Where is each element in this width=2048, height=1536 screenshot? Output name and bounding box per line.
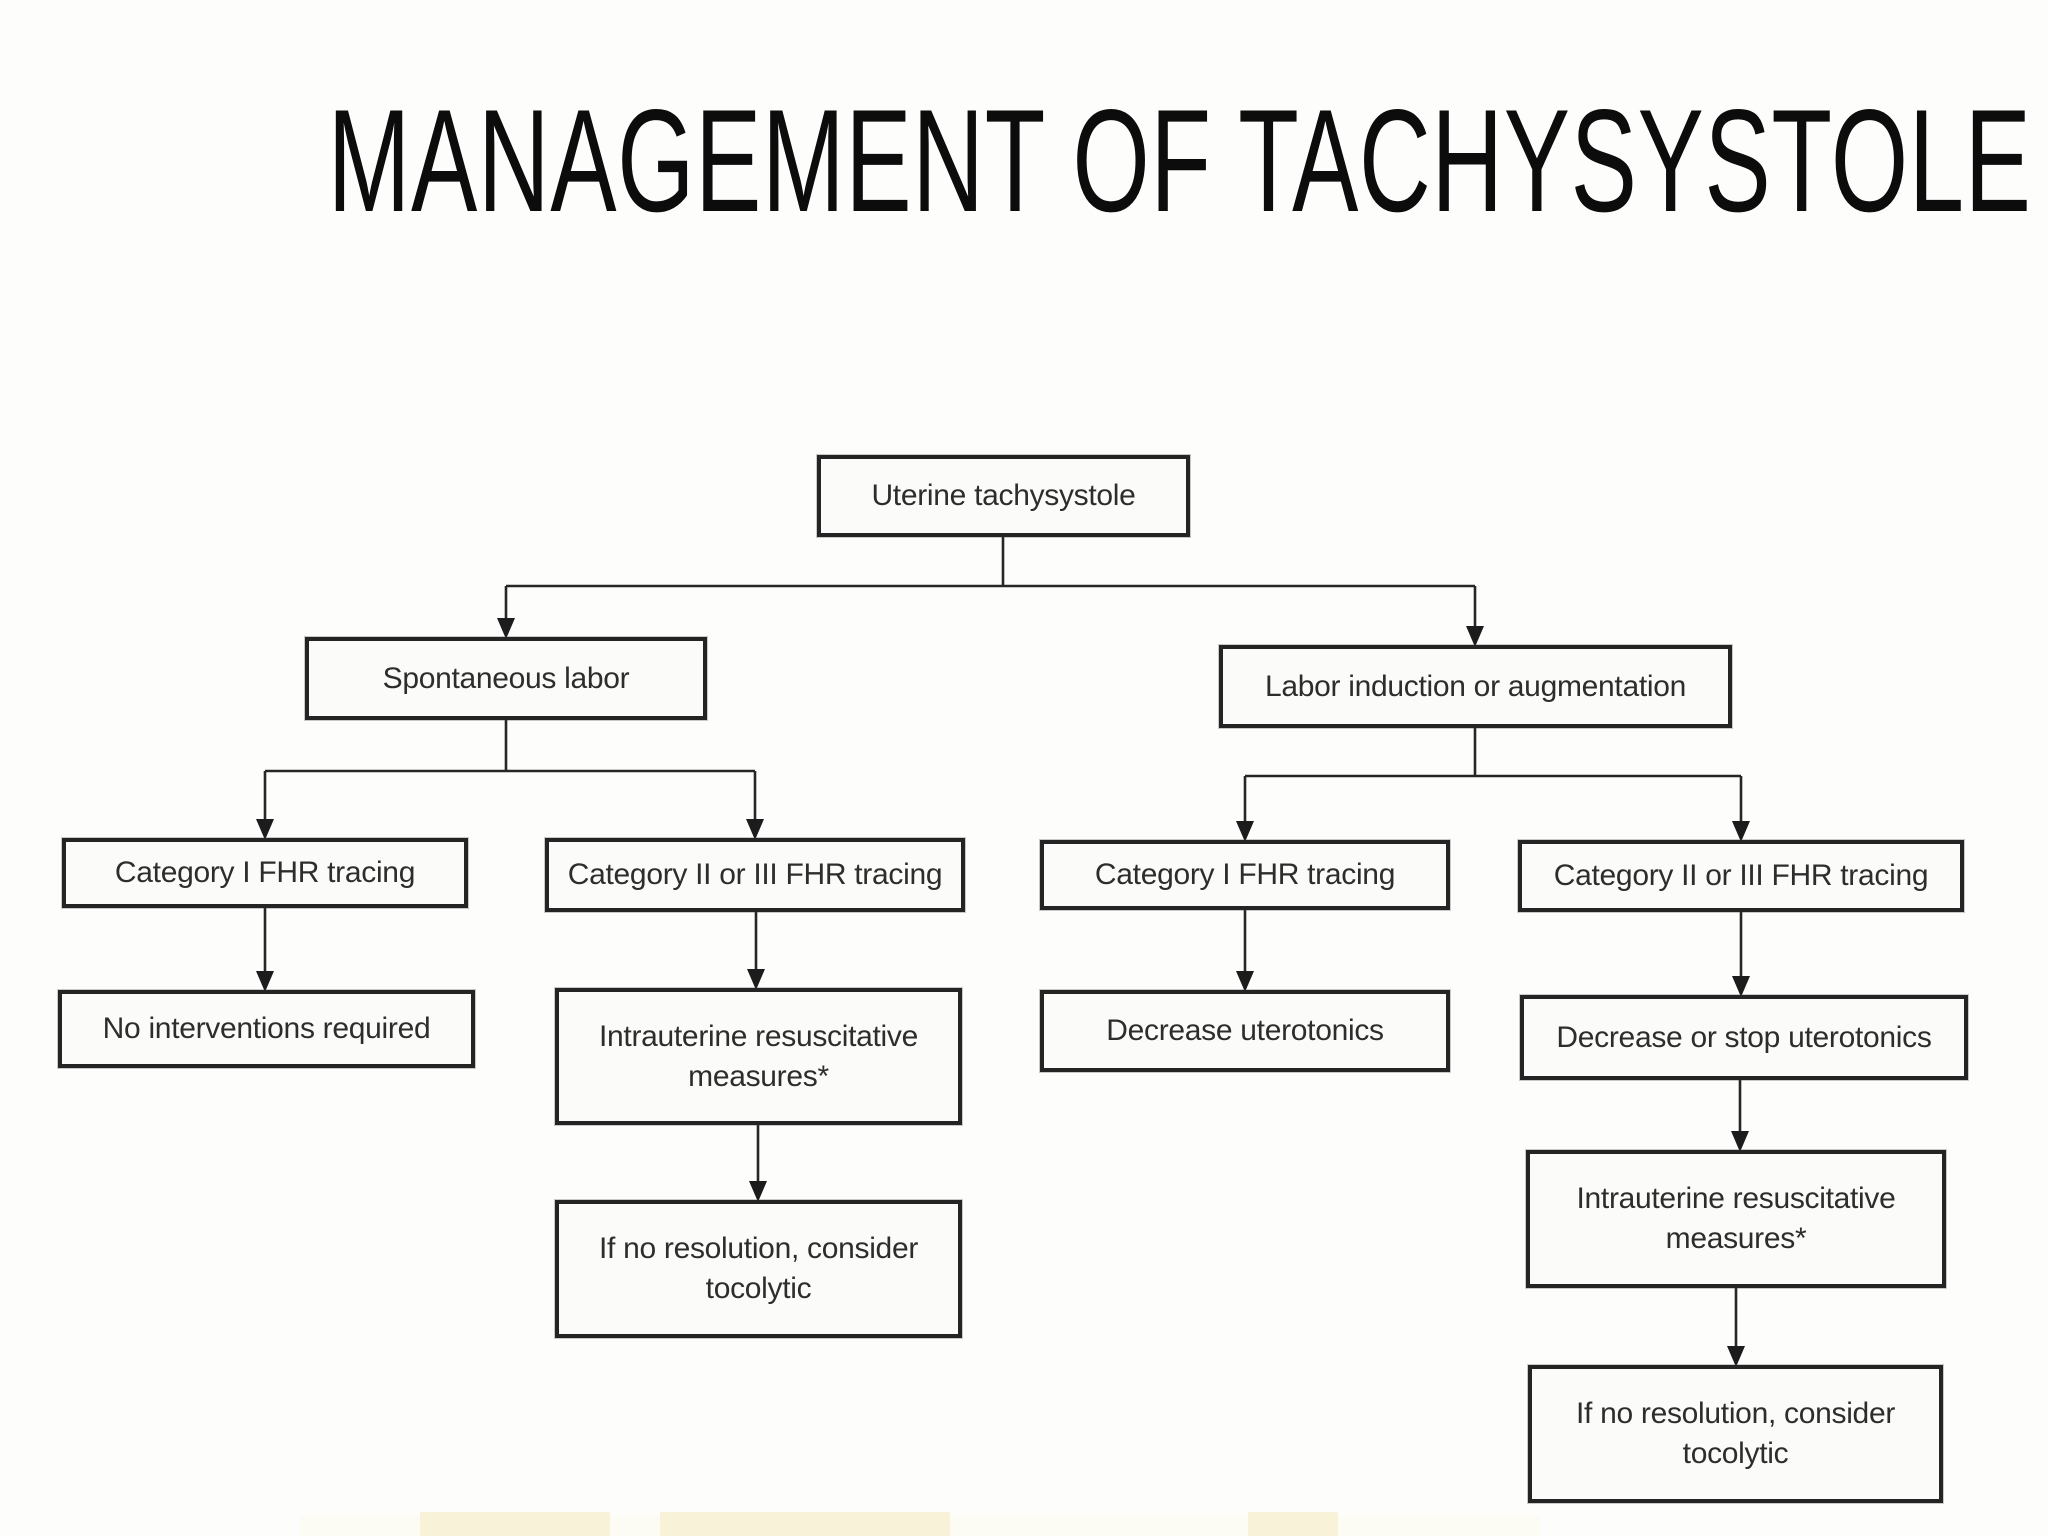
node-tocolytic-right: If no resolution, consider tocolytic: [1528, 1365, 1943, 1503]
connector-induction-split: [1236, 728, 1750, 842]
node-label: Category I FHR tracing: [1094, 858, 1396, 891]
node-intrauterine-measures-right: Intrauterine resuscitative measures*: [1526, 1150, 1946, 1288]
connector-cat1R-decrease: [1236, 910, 1254, 992]
node-category1-fhr-right: Category I FHR tracing: [1040, 840, 1450, 910]
node-label: Category I FHR tracing: [114, 856, 416, 889]
connector-root-split: [497, 537, 1484, 647]
node-label: Category II or III FHR tracing: [567, 858, 943, 891]
node-labor-induction-augmentation: Labor induction or augmentation: [1219, 645, 1732, 728]
node-label: Labor induction or augmentation: [1265, 669, 1686, 703]
connector-iurmR-tocolyticR: [1727, 1288, 1745, 1367]
node-label: Intrauterine resuscitative measures*: [1576, 1182, 1896, 1255]
connector-cat23L-iurmL: [747, 912, 765, 990]
connector-decreasestop-iurmR: [1731, 1080, 1749, 1152]
node-label: Intrauterine resuscitative measures*: [598, 1019, 919, 1093]
node-label: If no resolution, consider tocolytic: [1575, 1397, 1896, 1470]
node-label: If no resolution, consider tocolytic: [598, 1232, 919, 1305]
node-label: Uterine tachysystole: [871, 479, 1136, 512]
connector-cat1L-nointerventions: [256, 908, 274, 992]
node-uterine-tachysystole: Uterine tachysystole: [817, 455, 1190, 537]
node-label: Decrease uterotonics: [1106, 1014, 1384, 1047]
node-label: Category II or III FHR tracing: [1553, 859, 1929, 892]
node-no-interventions: No interventions required: [58, 990, 475, 1068]
node-decrease-stop-uterotonics: Decrease or stop uterotonics: [1520, 995, 1968, 1080]
node-decrease-uterotonics: Decrease uterotonics: [1040, 990, 1450, 1072]
scan-artifact-patch: [1248, 1512, 1338, 1536]
node-category1-fhr-left: Category I FHR tracing: [62, 838, 468, 908]
scan-artifact-patch: [420, 1512, 610, 1536]
connector-spontaneous-split: [256, 720, 764, 840]
scan-artifact-patch: [660, 1512, 950, 1536]
node-label: Spontaneous labor: [382, 661, 630, 695]
node-label: No interventions required: [102, 1012, 431, 1045]
node-category23-fhr-left: Category II or III FHR tracing: [545, 838, 965, 912]
connector-iurmL-tocolyticL: [749, 1125, 767, 1202]
node-label: Decrease or stop uterotonics: [1556, 1020, 1932, 1054]
node-spontaneous-labor: Spontaneous labor: [305, 637, 707, 720]
node-intrauterine-measures-left: Intrauterine resuscitative measures*: [555, 988, 962, 1125]
connector-cat23R-decreasestop: [1732, 912, 1750, 997]
node-tocolytic-left: If no resolution, consider tocolytic: [555, 1200, 962, 1338]
node-category23-fhr-right: Category II or III FHR tracing: [1518, 840, 1964, 912]
